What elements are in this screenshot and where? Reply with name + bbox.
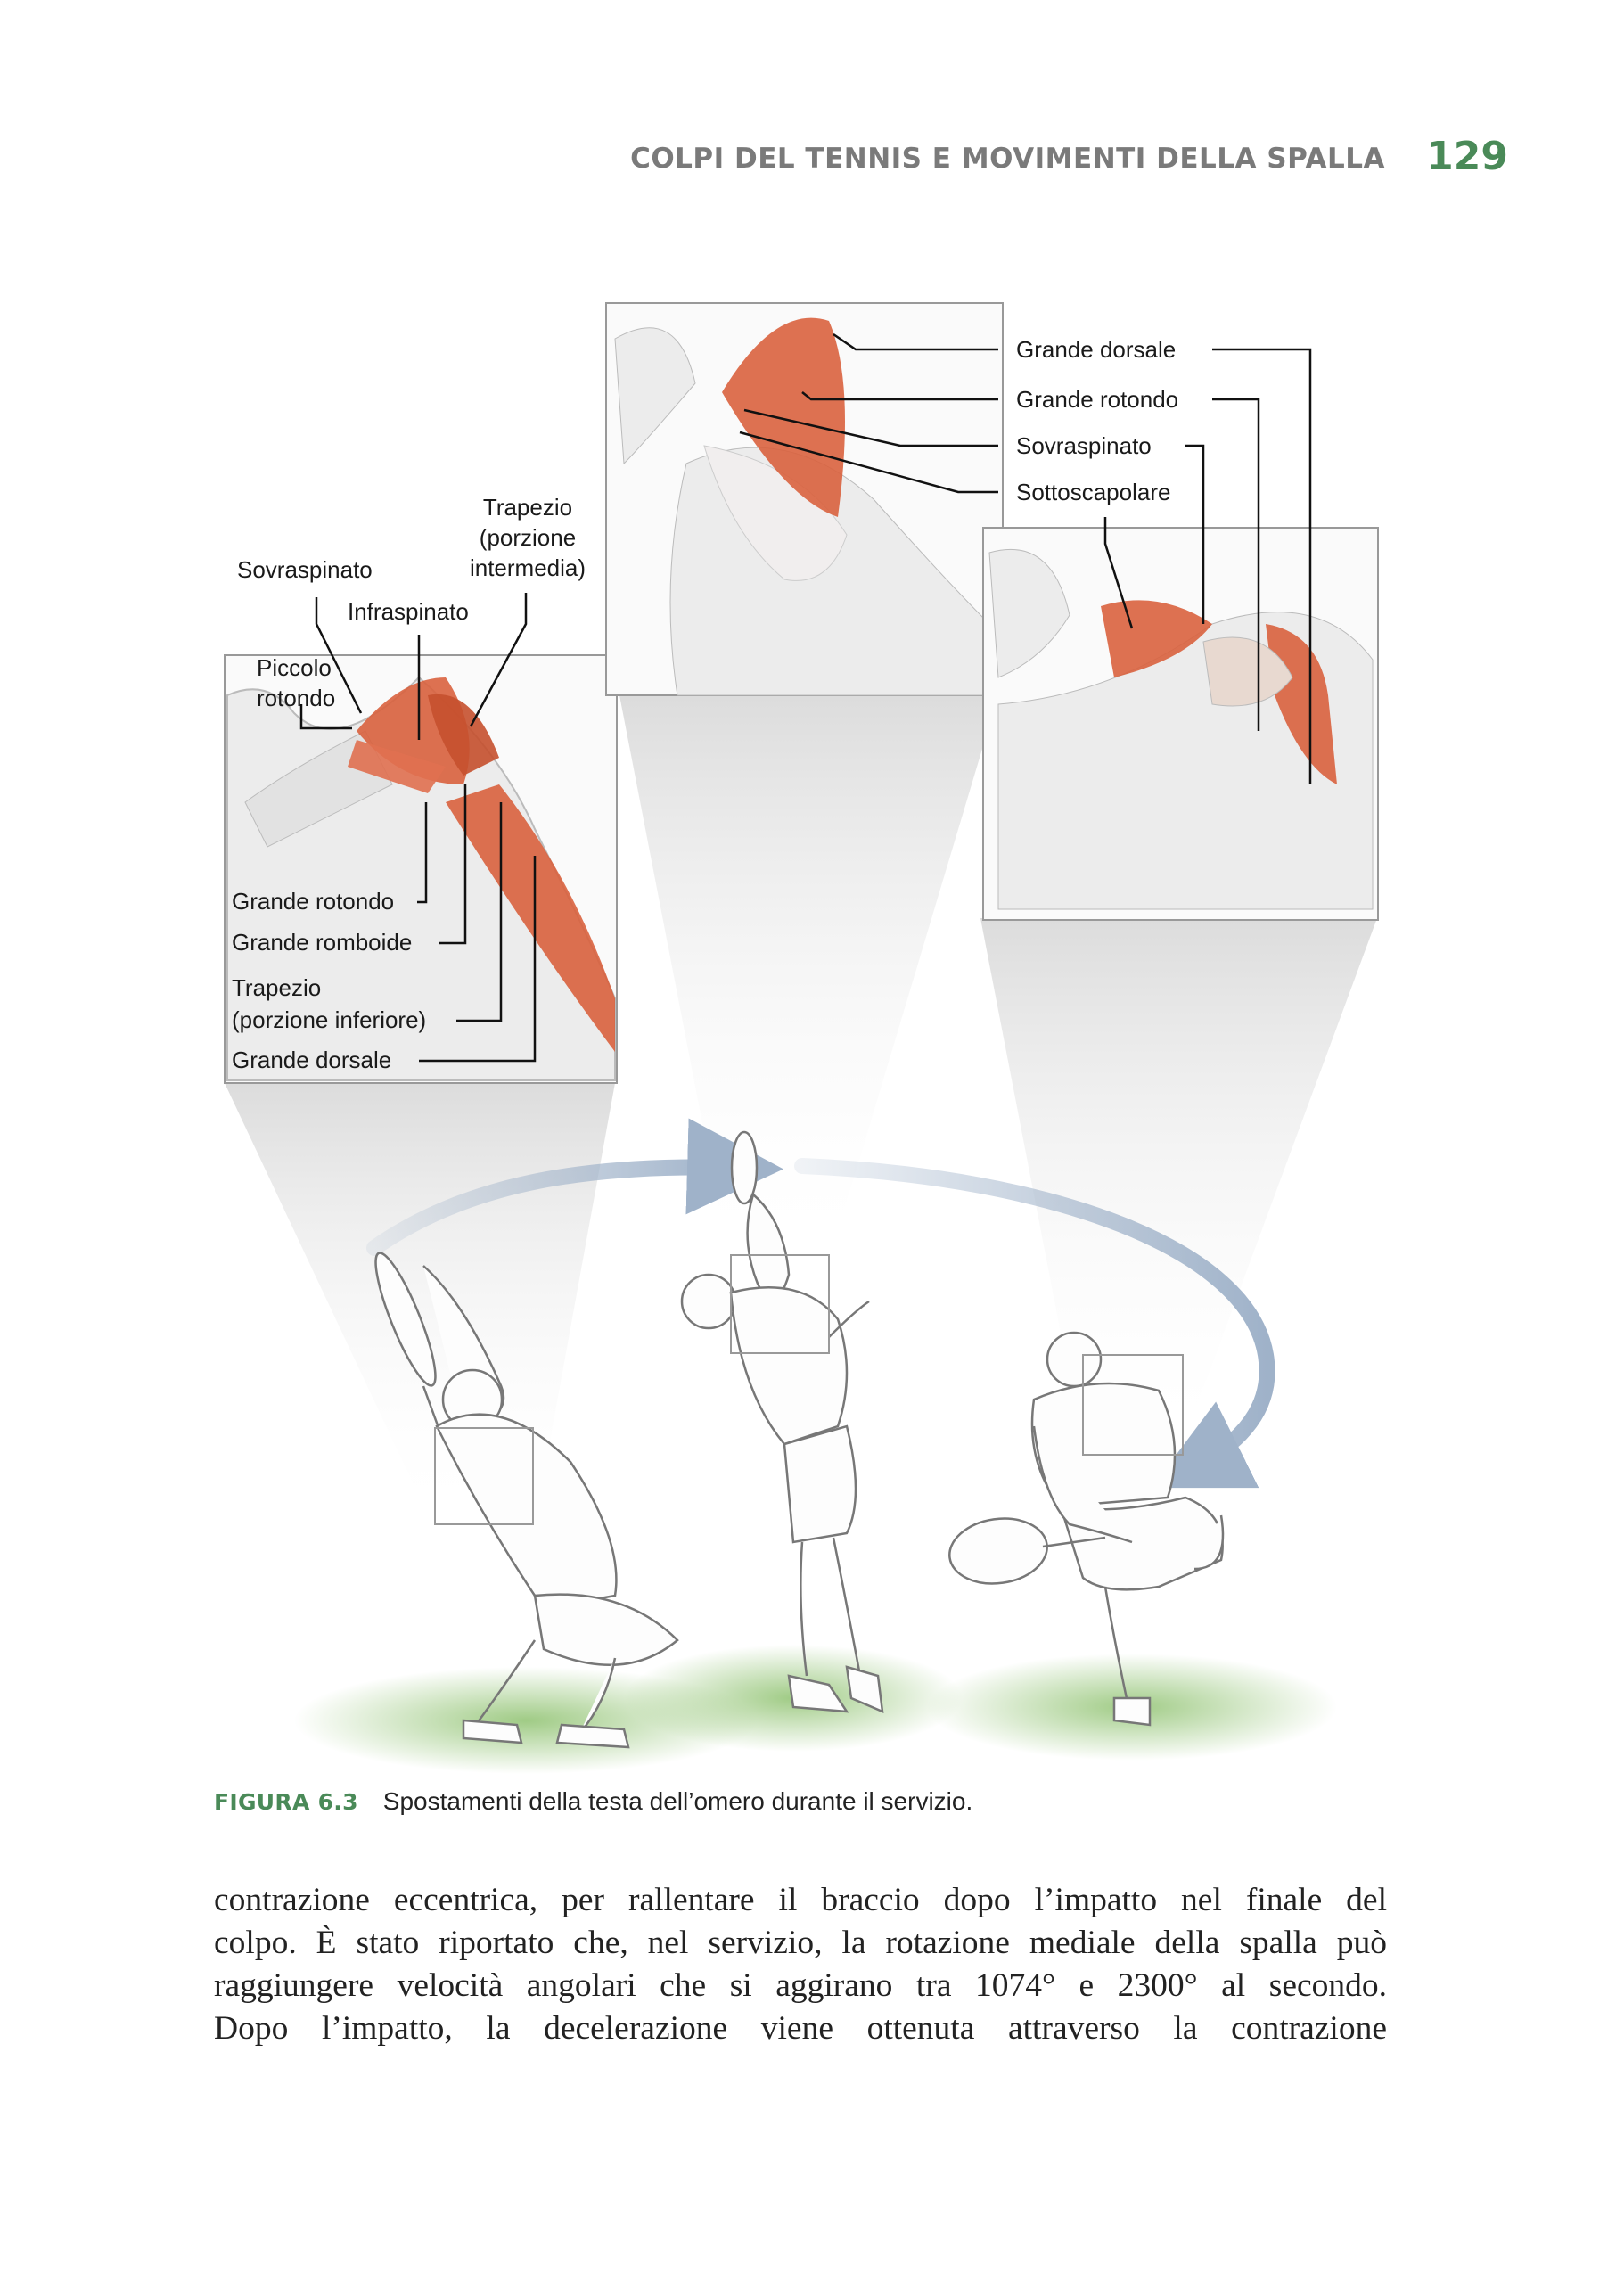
label-piccolo-rotondo-2: rotondo: [257, 685, 335, 711]
body-line: Dopo l’impatto, la decelerazione viene o…: [214, 2010, 1387, 2047]
label-sovraspinato-right: Sovraspinato: [1016, 432, 1152, 459]
label-grande-dorsale-right: Grande dorsale: [1016, 336, 1176, 363]
body-paragraph: contrazione eccentrica, per rallentare i…: [214, 1879, 1387, 2050]
label-grande-dorsale-left: Grande dorsale: [232, 1047, 391, 1073]
muscle-trapezio-inferiore: [446, 784, 615, 1052]
anatomy-panel-posterior: [224, 654, 618, 1084]
label-grande-rotondo-right: Grande rotondo: [1016, 386, 1178, 413]
label-grande-rotondo-left: Grande rotondo: [232, 888, 394, 915]
label-trapezio-inferiore-2: (porzione inferiore): [232, 1006, 426, 1033]
right-leader-lines: [739, 332, 1312, 784]
running-title: COLPI DEL TENNIS E MOVIMENTI DELLA SPALL…: [630, 143, 1385, 175]
label-sovraspinato-left: Sovraspinato: [237, 556, 373, 583]
page-number: 129: [1426, 134, 1508, 179]
label-infraspinato: Infraspinato: [348, 598, 469, 625]
label-sottoscapolare: Sottoscapolare: [1016, 479, 1170, 505]
label-trapezio-intermedio-2: (porzione: [480, 524, 576, 551]
player-impact-position: [680, 1130, 884, 1714]
left-leader-lines: [299, 593, 537, 1063]
body-line: contrazione eccentrica, per rallentare i…: [214, 1882, 1387, 1918]
figure-caption-text: Spostamenti della testa dell’omero duran…: [382, 1787, 973, 1815]
body-line: colpo. È stato riportato che, nel serviz…: [214, 1925, 1387, 1961]
label-grande-romboide: Grande romboide: [232, 929, 412, 956]
motion-arrow-2: [794, 1158, 1275, 1489]
figure-illustration: Sovraspinato Infraspinato Trapezio (porz…: [224, 302, 1379, 1774]
label-trapezio-intermedio-3: intermedia): [470, 554, 586, 581]
muscle-grande-rotondo: [348, 740, 446, 793]
muscle-romboide: [428, 694, 499, 776]
player-trophy-position: [374, 1252, 679, 1749]
motion-arrow-1: [366, 1118, 783, 1256]
label-piccolo-rotondo-1: Piccolo: [257, 654, 332, 681]
body-line: raggiungere velocità angolari che si agg…: [214, 1967, 1387, 2004]
player-follow-through: [948, 1331, 1225, 1727]
muscle-anterior: [722, 317, 845, 517]
anatomy-panel-anterior: [605, 302, 1004, 696]
figure-caption-label: FIGURA 6.3: [214, 1789, 358, 1815]
figure-caption: FIGURA 6.3 Spostamenti della testa dell’o…: [214, 1787, 972, 1816]
anatomy-panel-lateral: [982, 527, 1379, 921]
label-trapezio-inferiore-1: Trapezio: [232, 974, 321, 1001]
label-trapezio-intermedio-1: Trapezio: [483, 494, 572, 521]
